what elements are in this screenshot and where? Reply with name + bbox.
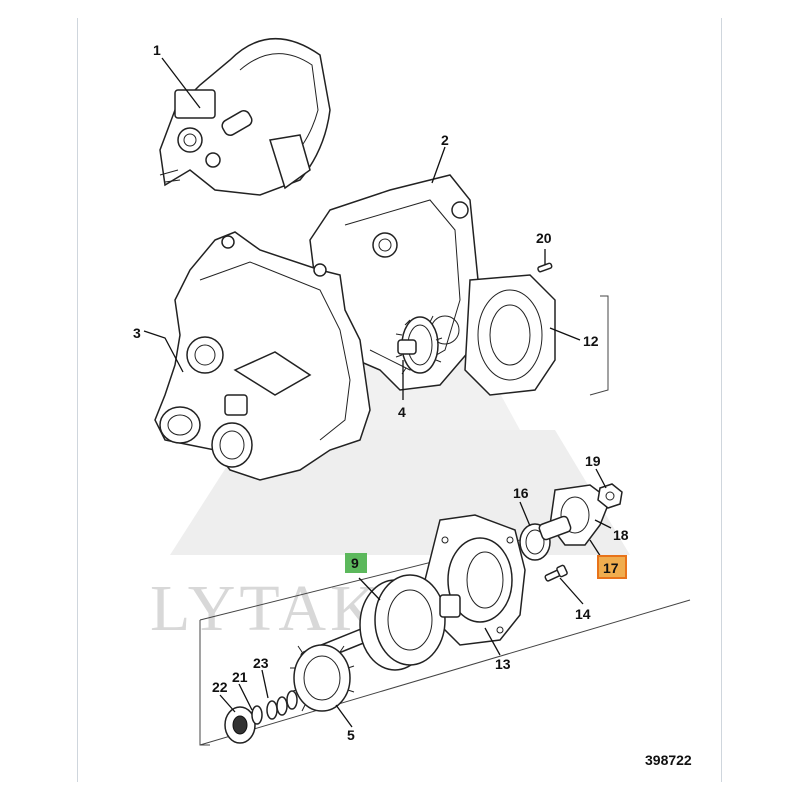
part-output-flange [538,484,611,546]
part-transfer-box-assembly [159,37,331,196]
callout-numbers: 1 2 3 4 5 9 12 13 14 16 17 18 19 20 21 2… [133,42,629,743]
part-main-housing [154,231,371,481]
frame-bottom [199,599,691,746]
callout-23: 23 [253,655,269,671]
callout-4: 4 [398,404,406,420]
part-dowel-pin [537,262,553,273]
callout-17: 17 [603,560,619,576]
part-flange-nut [597,483,623,509]
callout-17-highlight [597,555,627,579]
callout-5: 5 [347,727,355,743]
callout-3: 3 [133,325,141,341]
callout-22: 22 [212,679,228,695]
part-cover [464,274,556,396]
leader-lines [143,57,612,728]
part-thrust-washers [266,690,298,720]
part-snap-ring [251,705,263,725]
callout-18: 18 [613,527,629,543]
part-gear-upper [395,315,443,375]
part-gear-lower [289,644,355,712]
callout-12: 12 [583,333,599,349]
diagram-reference-number: 398722 [645,752,692,768]
callout-13: 13 [495,656,511,672]
part-bolt [544,564,568,582]
callout-21: 21 [232,669,248,685]
callout-2: 2 [441,132,449,148]
callout-16: 16 [513,485,529,501]
callout-1: 1 [153,42,161,58]
part-bearing-set [224,690,298,744]
callout-9: 9 [351,555,359,571]
callout-20: 20 [536,230,552,246]
callout-14: 14 [575,606,591,622]
frame-upper-right [589,295,609,396]
callout-9-highlight [345,553,367,573]
callout-19: 19 [585,453,601,469]
